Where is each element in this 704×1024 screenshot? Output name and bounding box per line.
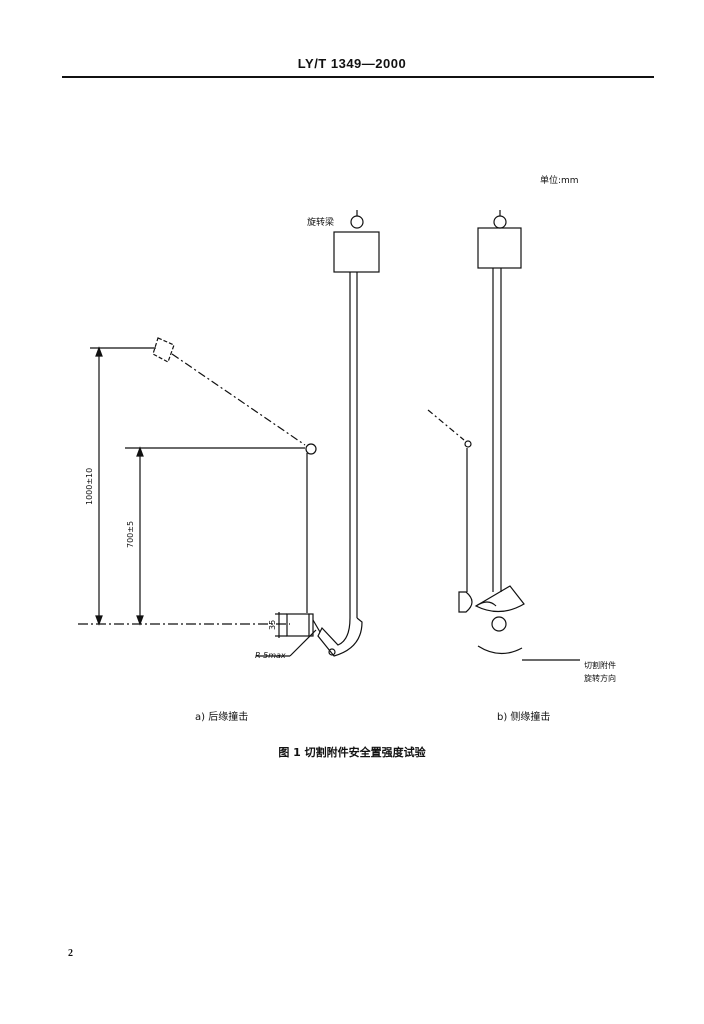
dim-700: 700±5 [126,520,135,548]
cutter-guard [474,585,525,613]
sub-caption-b: b) 侧缘撞击 [497,712,551,723]
radius-label: R 5max [255,651,286,660]
rotation-label-2: 旋转方向 [584,674,616,683]
page-number: 2 [68,948,73,959]
sub-caption-a: a) 后缘撞击 [195,712,249,723]
shoe-left [317,617,363,657]
dim-35: 35 [268,619,277,630]
header-rule [62,76,654,78]
beam-block-left [333,231,380,273]
guard-block [286,613,314,637]
pendulum-ball-left [305,443,317,455]
pivot-left [350,215,364,229]
beam-label: 旋转梁 [307,218,335,228]
cutter-hub [491,616,507,632]
rotation-arc [477,645,523,655]
figure-caption: 图 1 切割附件安全置强度试验 [278,746,426,759]
pendulum-ball-right [464,440,472,448]
pivot-right [493,215,507,229]
standard-code: LY/T 1349—2000 [297,56,407,71]
initial-position-box [152,337,175,363]
d-guard [458,591,473,613]
unit-label: 单位:mm [540,176,579,186]
dim-1000: 1000±10 [85,467,94,505]
beam-block-right [477,227,522,269]
rotation-label-1: 切割附件 [584,661,616,670]
